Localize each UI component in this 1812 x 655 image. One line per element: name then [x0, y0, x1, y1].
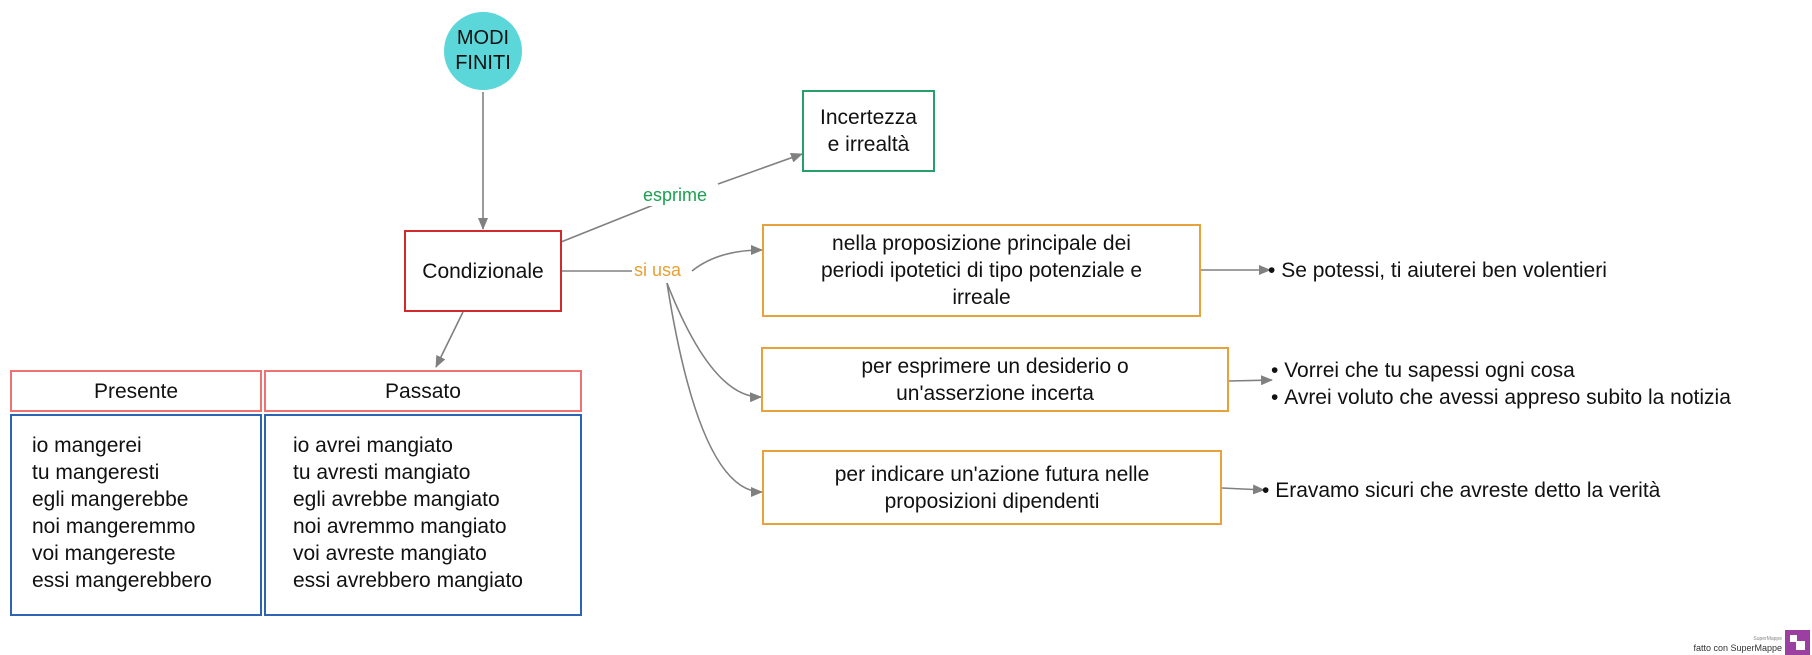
tense-header-presente: Presente — [10, 370, 262, 412]
use-node: nella proposizione principale dei period… — [762, 224, 1201, 317]
node-condizionale: Condizionale — [404, 230, 562, 312]
supermappe-logo-icon — [1785, 630, 1810, 655]
tense-header-passato: Passato — [264, 370, 582, 412]
root-node-modi-finiti: MODI FINITI — [444, 12, 522, 90]
supermappe-watermark: SuperMappe fatto con SuperMappe — [1693, 630, 1812, 655]
example-group: Vorrei che tu sapessi ogni cosa Avrei vo… — [1271, 357, 1731, 411]
edge-label-esprime: esprime — [641, 185, 710, 206]
example-sentence: Vorrei che tu sapessi ogni cosa — [1271, 357, 1731, 384]
example-group: Eravamo sicuri che avreste detto la veri… — [1262, 477, 1660, 504]
edge-condizionale-esprime — [560, 203, 657, 243]
edge-si-usa-to-use-1 — [691, 245, 763, 272]
edge-label-si-usa: si usa — [632, 260, 684, 281]
edge-si-usa-to-use-2 — [666, 282, 762, 403]
watermark-text: SuperMappe fatto con SuperMappe — [1693, 635, 1782, 653]
example-group: Se potessi, ti aiuterei ben volentieri — [1268, 257, 1607, 284]
node-incertezza: Incertezza e irrealtà — [802, 90, 935, 172]
use-node: per indicare un'azione futura nelle prop… — [762, 450, 1222, 525]
edge-si-usa-to-use-3 — [666, 282, 763, 497]
watermark-small-text: SuperMappe — [1753, 636, 1782, 642]
edge-use-2-to-example — [1228, 375, 1273, 386]
example-sentence: Se potessi, ti aiuterei ben volentieri — [1268, 257, 1607, 284]
conjugation-passato: io avrei mangiato tu avresti mangiato eg… — [264, 414, 582, 616]
edge-condizionale-to-tenses — [435, 311, 464, 368]
watermark-caption: fatto con SuperMappe — [1693, 643, 1782, 653]
edge-esprime-to-incertezza — [717, 152, 803, 185]
example-sentence: Avrei voluto che avessi appreso subito l… — [1271, 384, 1731, 411]
edge-use-3-to-example — [1221, 484, 1265, 495]
use-node: per esprimere un desiderio o un'asserzio… — [761, 347, 1229, 412]
example-sentence: Eravamo sicuri che avreste detto la veri… — [1262, 477, 1660, 504]
conjugation-presente: io mangerei tu mangeresti egli mangerebb… — [10, 414, 262, 616]
